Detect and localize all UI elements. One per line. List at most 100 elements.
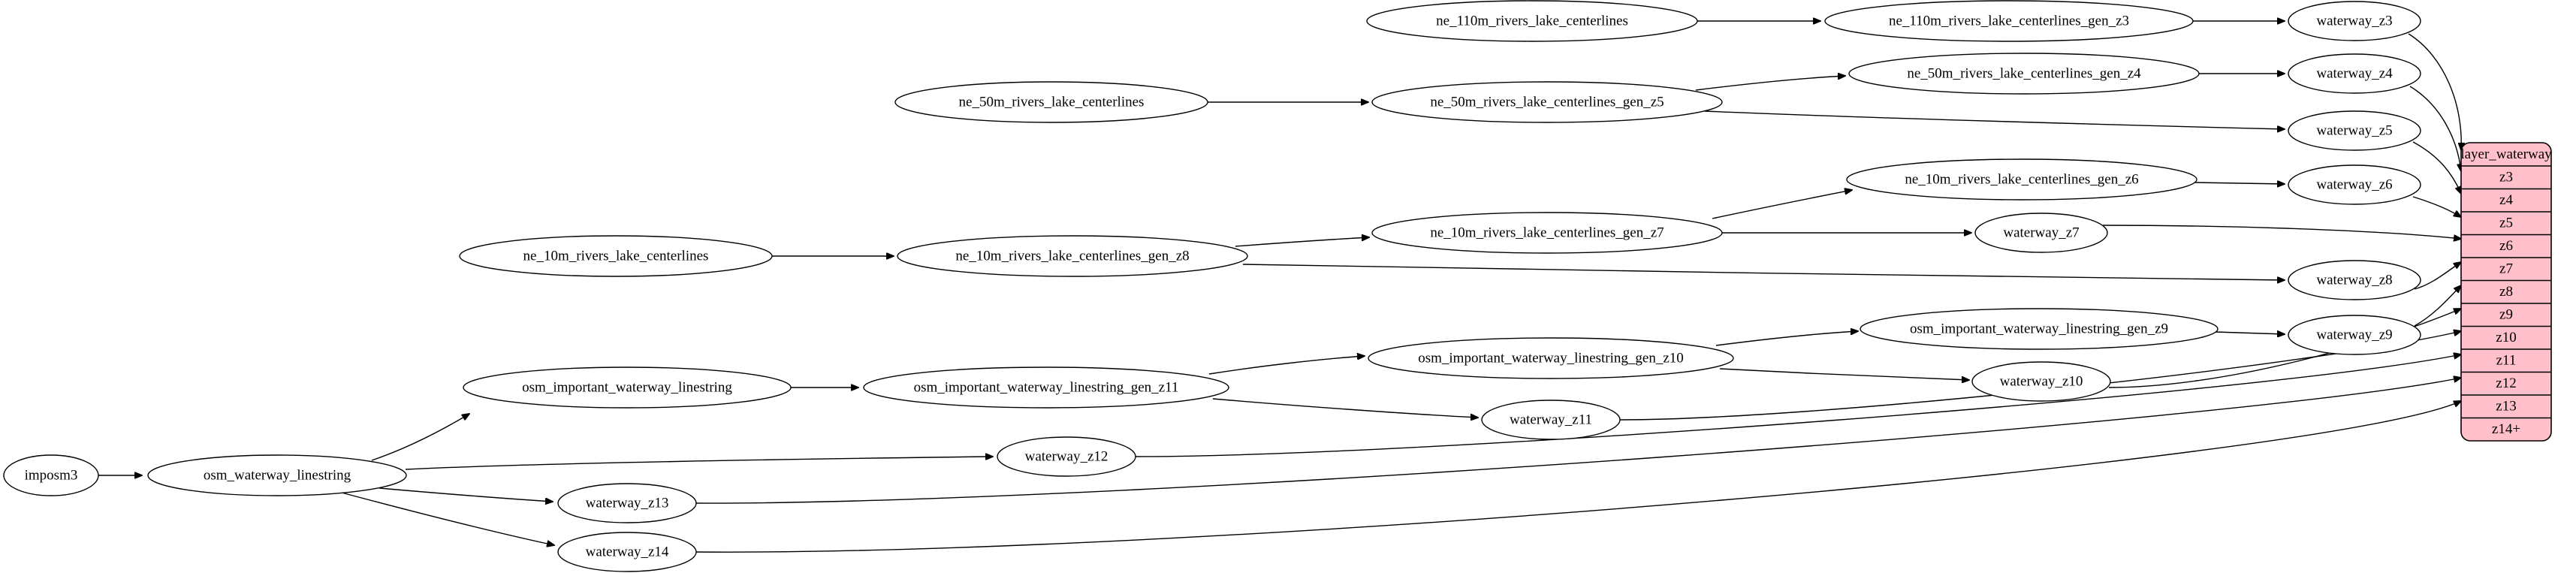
record-field-z13[interactable]: z13 — [2496, 399, 2516, 415]
node-shape — [2288, 260, 2421, 300]
record-field-z5[interactable]: z5 — [2499, 216, 2513, 231]
graph-edge — [1715, 331, 1858, 346]
record-node-layer_waterway[interactable]: layer_waterway z3 z4 z5 z6 z7 z8 z9 z10 z11 z12 z13… — [2460, 142, 2552, 442]
graph-edge — [405, 457, 993, 470]
node-label: ne_50m_rivers_lake_centerlines_gen_z4 — [1907, 65, 2141, 81]
graph-edge — [1242, 264, 2285, 280]
node-label: waterway_z5 — [2316, 122, 2392, 138]
node-label: waterway_z7 — [2003, 225, 2079, 240]
graph-node-waterway_z9[interactable]: waterway_z9 — [2288, 315, 2421, 355]
graph-node-osm_important_waterway_linestring_gen_z9[interactable]: osm_important_waterway_linestring_gen_z9 — [1860, 308, 2219, 350]
graph-node-ne_110m_rivers_lake_centerlines[interactable]: ne_110m_rivers_lake_centerlines — [1366, 0, 1698, 42]
node-shape — [1481, 400, 1621, 440]
node-label: ne_50m_rivers_lake_centerlines — [959, 94, 1145, 110]
graph-node-waterway_z11[interactable]: waterway_z11 — [1481, 400, 1621, 440]
record-background — [2460, 142, 2552, 442]
node-shape — [1971, 361, 2111, 402]
node-label: ne_110m_rivers_lake_centerlines_gen_z3 — [1889, 13, 2129, 29]
node-label: waterway_z11 — [1510, 412, 1592, 427]
record-field-z7[interactable]: z7 — [2499, 261, 2513, 277]
node-label: waterway_z10 — [2000, 373, 2083, 389]
graph-node-waterway_z10[interactable]: waterway_z10 — [1971, 361, 2111, 402]
graph-edge — [2409, 86, 2461, 171]
record-field-z10[interactable]: z10 — [2496, 330, 2516, 345]
graph-node-waterway_z7[interactable]: waterway_z7 — [1974, 213, 2108, 253]
graph-node-osm_waterway_linestring[interactable]: osm_waterway_linestring — [147, 454, 407, 496]
record-field-z11[interactable]: z11 — [2496, 353, 2517, 369]
node-shape — [557, 532, 697, 572]
graph-edge — [1695, 76, 1845, 91]
graph-node-waterway_z14[interactable]: waterway_z14 — [557, 532, 697, 572]
node-label: waterway_z4 — [2316, 65, 2393, 81]
graph-node-waterway_z13[interactable]: waterway_z13 — [557, 483, 697, 523]
record-field-z3[interactable]: z3 — [2499, 170, 2513, 185]
node-label: osm_important_waterway_linestring_gen_z1… — [1418, 350, 1684, 366]
graph-edge — [2194, 182, 2285, 184]
graph-edge — [1235, 237, 1369, 247]
graph-node-waterway_z5[interactable]: waterway_z5 — [2288, 110, 2421, 151]
node-shape — [894, 81, 1208, 123]
node-label: ne_10m_rivers_lake_centerlines_gen_z7 — [1430, 225, 1664, 240]
node-label: waterway_z8 — [2316, 272, 2392, 288]
node-label: waterway_z6 — [2316, 176, 2392, 192]
graph-edge — [379, 487, 553, 502]
record-field-z14+[interactable]: z14+ — [2492, 421, 2520, 437]
graph-edge — [1719, 368, 1969, 380]
node-label: waterway_z3 — [2316, 13, 2392, 29]
graph-node-ne_50m_rivers_lake_centerlines_gen_z5[interactable]: ne_50m_rivers_lake_centerlines_gen_z5 — [1371, 81, 1723, 123]
graph-edge — [1712, 190, 1852, 219]
node-shape — [463, 366, 792, 409]
node-shape — [147, 454, 407, 496]
graph-edge — [1212, 398, 1478, 418]
node-shape — [557, 483, 697, 523]
graph-node-waterway_z4[interactable]: waterway_z4 — [2288, 53, 2421, 94]
graph-node-ne_10m_rivers_lake_centerlines_gen_z8[interactable]: ne_10m_rivers_lake_centerlines_gen_z8 — [897, 235, 1248, 277]
node-shape — [1824, 0, 2194, 42]
graph-node-waterway_z12[interactable]: waterway_z12 — [997, 436, 1136, 477]
graph-edge — [2414, 262, 2461, 290]
graph-edge — [1135, 354, 2461, 457]
node-label: osm_important_waterway_linestring — [522, 379, 732, 395]
graph-node-waterway_z8[interactable]: waterway_z8 — [2288, 260, 2421, 300]
record-field-z9[interactable]: z9 — [2499, 307, 2513, 323]
graph-node-waterway_z6[interactable]: waterway_z6 — [2288, 164, 2421, 205]
graph-edge — [2412, 196, 2461, 217]
nodes-layer: imposm3 osm_waterway_linestring osm_import… — [3, 0, 2421, 572]
node-label: waterway_z12 — [1025, 448, 1109, 464]
node-shape — [1846, 158, 2197, 201]
graph-edge — [695, 378, 2461, 504]
node-shape — [1366, 0, 1698, 42]
graph-edge — [2408, 33, 2461, 150]
node-shape — [2288, 110, 2421, 151]
graph-node-osm_important_waterway_linestring_gen_z11[interactable]: osm_important_waterway_linestring_gen_z1… — [863, 366, 1229, 409]
node-shape — [1371, 212, 1723, 254]
graph-node-ne_10m_rivers_lake_centerlines_gen_z6[interactable]: ne_10m_rivers_lake_centerlines_gen_z6 — [1846, 158, 2197, 201]
node-shape — [1368, 337, 1734, 379]
node-shape — [2288, 164, 2421, 205]
node-shape — [3, 454, 99, 496]
graph-edge — [2414, 285, 2461, 327]
record-field-z12[interactable]: z12 — [2496, 375, 2516, 391]
graph-node-osm_important_waterway_linestring[interactable]: osm_important_waterway_linestring — [463, 366, 792, 409]
graph-node-ne_50m_rivers_lake_centerlines[interactable]: ne_50m_rivers_lake_centerlines — [894, 81, 1208, 123]
node-label: osm_important_waterway_linestring_gen_z9 — [1910, 321, 2168, 336]
record-field-z8[interactable]: z8 — [2499, 284, 2513, 300]
record-field-z4[interactable]: z4 — [2499, 192, 2513, 208]
graph-node-waterway_z3[interactable]: waterway_z3 — [2288, 1, 2421, 41]
node-shape — [1974, 213, 2108, 253]
graph-edge — [371, 414, 469, 461]
graph-node-ne_50m_rivers_lake_centerlines_gen_z4[interactable]: ne_50m_rivers_lake_centerlines_gen_z4 — [1848, 53, 2200, 95]
graph-node-osm_important_waterway_linestring_gen_z10[interactable]: osm_important_waterway_linestring_gen_z1… — [1368, 337, 1734, 379]
graph-node-ne_110m_rivers_lake_centerlines_gen_z3[interactable]: ne_110m_rivers_lake_centerlines_gen_z3 — [1824, 0, 2194, 42]
node-shape — [2288, 1, 2421, 41]
graph-node-ne_10m_rivers_lake_centerlines[interactable]: ne_10m_rivers_lake_centerlines — [459, 235, 773, 277]
node-label: imposm3 — [25, 467, 78, 483]
node-shape — [2288, 315, 2421, 355]
graph-node-ne_10m_rivers_lake_centerlines_gen_z7[interactable]: ne_10m_rivers_lake_centerlines_gen_z7 — [1371, 212, 1723, 254]
record-title: layer_waterway — [2460, 146, 2552, 162]
graph-node-imposm3[interactable]: imposm3 — [3, 454, 99, 496]
node-label: osm_waterway_linestring — [204, 467, 351, 483]
graph-edge — [341, 492, 554, 545]
record-field-z6[interactable]: z6 — [2499, 238, 2513, 254]
